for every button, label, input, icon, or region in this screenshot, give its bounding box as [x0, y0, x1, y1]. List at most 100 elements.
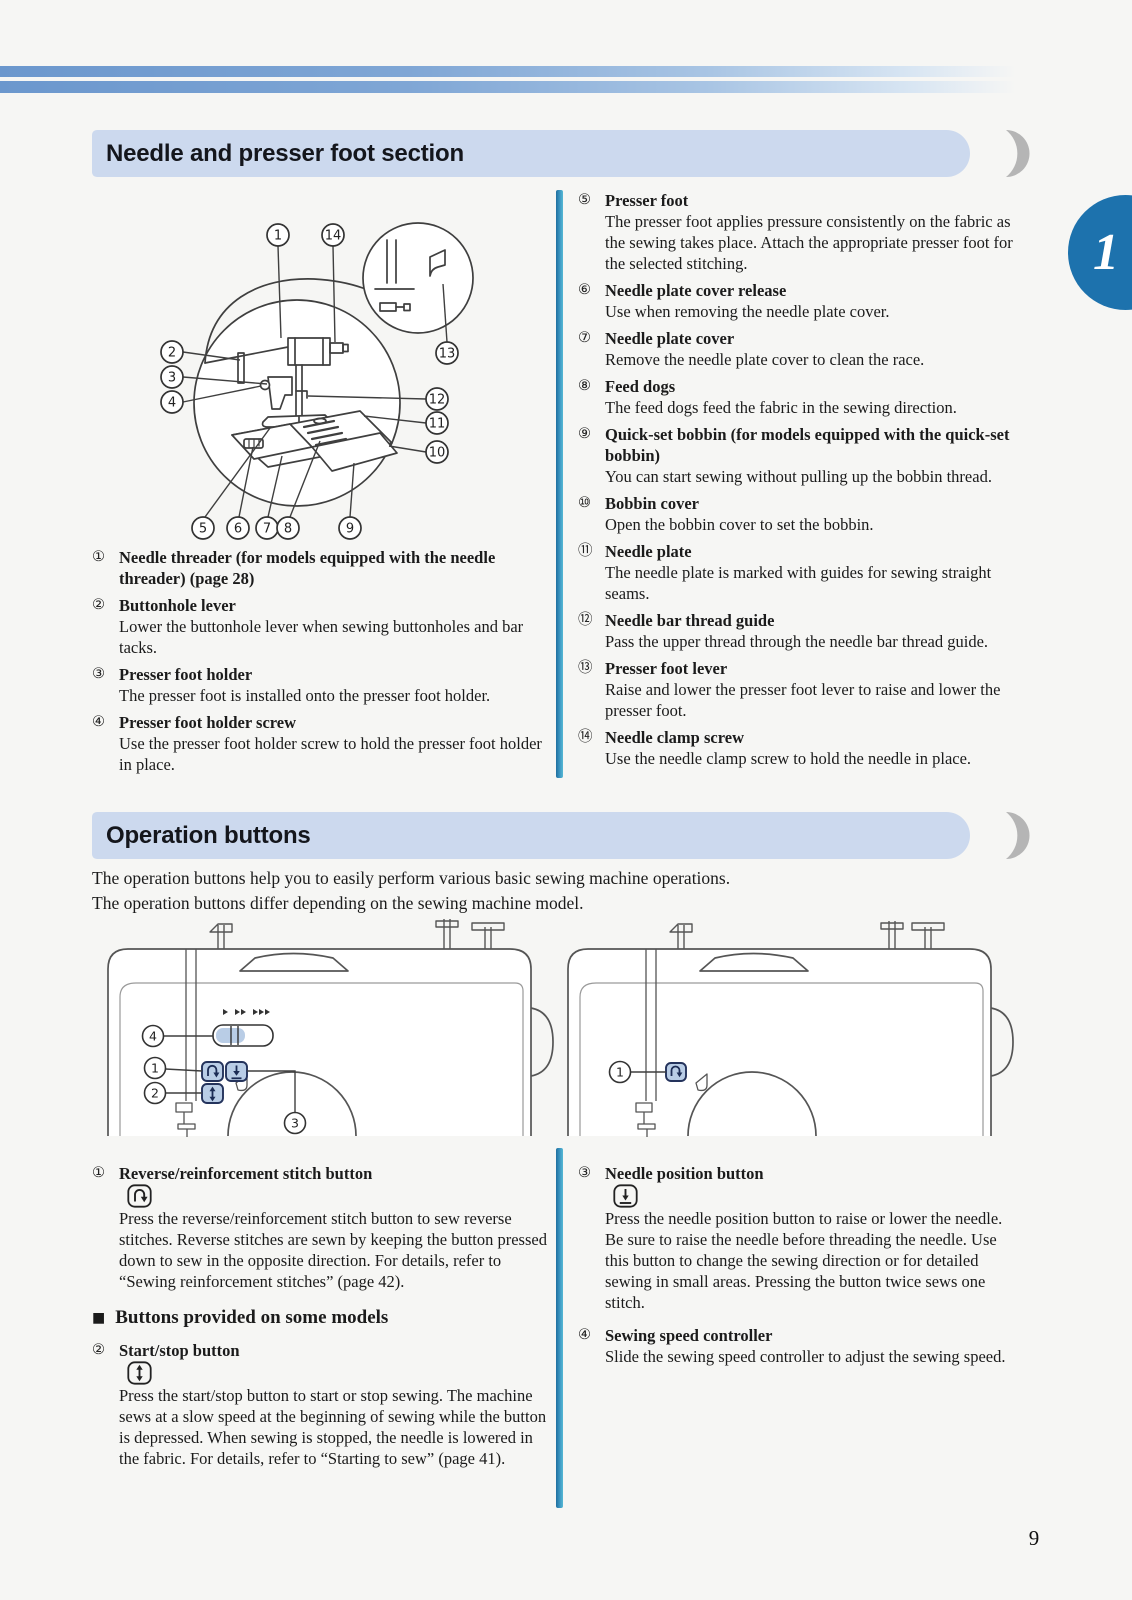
diagram-callouts: 1 14 2 3 4 5 6 7 8 9 10 11 12 13 [160, 223, 459, 540]
item-body: The presser foot is installed onto the p… [119, 686, 491, 705]
needle-area-diagram: 1 14 2 3 4 5 6 7 8 9 10 11 12 13 [160, 222, 474, 540]
machine-diagram-right: 1 [567, 921, 1014, 1137]
needle-items-right: ⑤ Presser foot The presser foot applies … [578, 190, 1022, 775]
list-item: ⑦ Needle plate cover Remove the needle p… [578, 328, 1022, 370]
svg-text:12: 12 [429, 393, 446, 408]
speed-slider [212, 1009, 274, 1047]
item-title: Presser foot holder [119, 665, 253, 684]
item-title: Needle plate [605, 542, 692, 561]
square-bullet-icon: ■ [92, 1310, 106, 1326]
subheading-some-models: ■Buttons provided on some models [92, 1307, 389, 1328]
machine-callouts: 4 1 2 3 [141, 1024, 307, 1135]
svg-text:8: 8 [284, 522, 292, 537]
item-title: Presser foot holder screw [119, 713, 297, 732]
svg-text:9: 9 [346, 522, 354, 537]
item-title: Presser foot lever [605, 659, 728, 678]
item-title: Needle plate cover [605, 329, 735, 348]
item-title: Bobbin cover [605, 494, 699, 513]
item-body: Remove the needle plate cover to clean t… [605, 350, 925, 369]
svg-text:13: 13 [439, 347, 456, 362]
list-item: ④ Presser foot holder screw Use the pres… [92, 712, 552, 775]
intro-line: The operation buttons help you to easily… [92, 868, 731, 888]
item-number: ④ [578, 1327, 591, 1343]
diagram-leader-lines [182, 245, 448, 518]
section-header-operation: Operation buttons [92, 812, 970, 859]
item-title: Needle plate cover release [605, 281, 787, 300]
needle-items-left: ① Needle threader (for models equipped w… [92, 547, 552, 781]
item-body: The needle plate is marked with guides f… [605, 563, 992, 603]
item-body: Use the presser foot holder screw to hol… [119, 734, 542, 774]
svg-text:6: 6 [234, 522, 242, 537]
svg-text:5: 5 [199, 522, 207, 537]
machine-leader-lines [163, 1035, 296, 1112]
list-item: ⑧ Feed dogs The feed dogs feed the fabri… [578, 376, 1022, 418]
section-title: Needle and presser foot section [106, 140, 464, 167]
item-number: ③ [92, 666, 105, 682]
item-body: Pass the upper thread through the needle… [605, 632, 989, 651]
item-body: Press the start/stop button to start or … [119, 1386, 547, 1468]
list-item: ⑪ Needle plate The needle plate is marke… [578, 541, 1022, 604]
item-title: Needle bar thread guide [605, 611, 775, 630]
start-stop-icon [127, 1361, 152, 1385]
item-title: Presser foot [605, 191, 689, 210]
list-item: ⑫ Needle bar thread guide Pass the upper… [578, 610, 1022, 652]
list-item: ⑥ Needle plate cover release Use when re… [578, 280, 1022, 322]
svg-text:11: 11 [429, 417, 446, 432]
svg-text:2: 2 [168, 346, 176, 361]
item-title: Feed dogs [605, 377, 676, 396]
operation-items-left: ① Reverse/reinforcement stitch button Pr… [92, 1163, 554, 1475]
item-number: ⑨ [578, 426, 591, 442]
item-title: Sewing speed controller [605, 1326, 773, 1345]
item-body: Raise and lower the presser foot lever t… [605, 680, 1001, 720]
item-body: Lower the buttonhole lever when sewing b… [119, 617, 524, 657]
item-number: ⑧ [578, 378, 591, 394]
item-number: ① [92, 549, 105, 565]
item-number: ① [92, 1165, 105, 1181]
item-number: ② [92, 597, 105, 613]
item-title: Needle clamp screw [605, 728, 744, 747]
list-item: ① Reverse/reinforcement stitch button Pr… [92, 1163, 554, 1292]
chapter-number-tab: 1 [1068, 195, 1132, 310]
item-number: ⑥ [578, 282, 591, 298]
item-title: Quick-set bobbin (for models equipped wi… [605, 425, 1010, 465]
item-body: Use the needle clamp screw to hold the n… [605, 749, 972, 768]
item-number: ⑫ [578, 612, 593, 628]
diagram-drawing [193, 222, 474, 507]
item-title: Buttonhole lever [119, 596, 236, 615]
machine-outline [107, 919, 554, 1137]
svg-text:3: 3 [291, 1116, 299, 1131]
item-number: ⑤ [578, 192, 591, 208]
operation-intro: The operation buttons help you to easily… [92, 866, 992, 915]
list-item: ⑬ Presser foot lever Raise and lower the… [578, 658, 1022, 721]
svg-text:1: 1 [616, 1065, 624, 1080]
item-title: Needle threader (for models equipped wit… [119, 548, 496, 588]
section-title: Operation buttons [106, 822, 311, 849]
svg-text:1: 1 [151, 1061, 159, 1076]
item-body: You can start sewing without pulling up … [605, 467, 992, 486]
item-number: ⑬ [578, 660, 593, 676]
reverse-stitch-button [201, 1061, 224, 1082]
item-number: ② [92, 1342, 105, 1358]
list-item: ② Start/stop button Press the start/stop… [92, 1340, 554, 1469]
item-title: Needle position button [605, 1163, 1024, 1208]
intro-line: The operation buttons differ depending o… [92, 892, 584, 913]
list-item: ⑭ Needle clamp screw Use the needle clam… [578, 727, 1022, 769]
svg-text:10: 10 [429, 446, 446, 461]
reverse-stitch-icon [127, 1184, 152, 1208]
operation-items-right: ③ Needle position button Press the needl… [578, 1163, 1024, 1373]
svg-text:7: 7 [263, 522, 271, 537]
item-body: The feed dogs feed the fabric in the sew… [605, 398, 957, 417]
column-divider [556, 190, 563, 778]
list-item: ③ Presser foot holder The presser foot i… [92, 664, 552, 706]
needle-position-icon [613, 1184, 638, 1208]
item-body: Slide the sewing speed controller to adj… [605, 1347, 1006, 1366]
item-number: ④ [92, 714, 105, 730]
item-number: ⑭ [578, 729, 593, 745]
machine-callouts: 1 [608, 1060, 632, 1084]
gradient-strip-bottom [0, 81, 1016, 93]
list-item: ② Buttonhole lever Lower the buttonhole … [92, 595, 552, 658]
list-item: ⑨ Quick-set bobbin (for models equipped … [578, 424, 1022, 487]
svg-text:3: 3 [168, 371, 176, 386]
machine-outline [567, 921, 1014, 1137]
